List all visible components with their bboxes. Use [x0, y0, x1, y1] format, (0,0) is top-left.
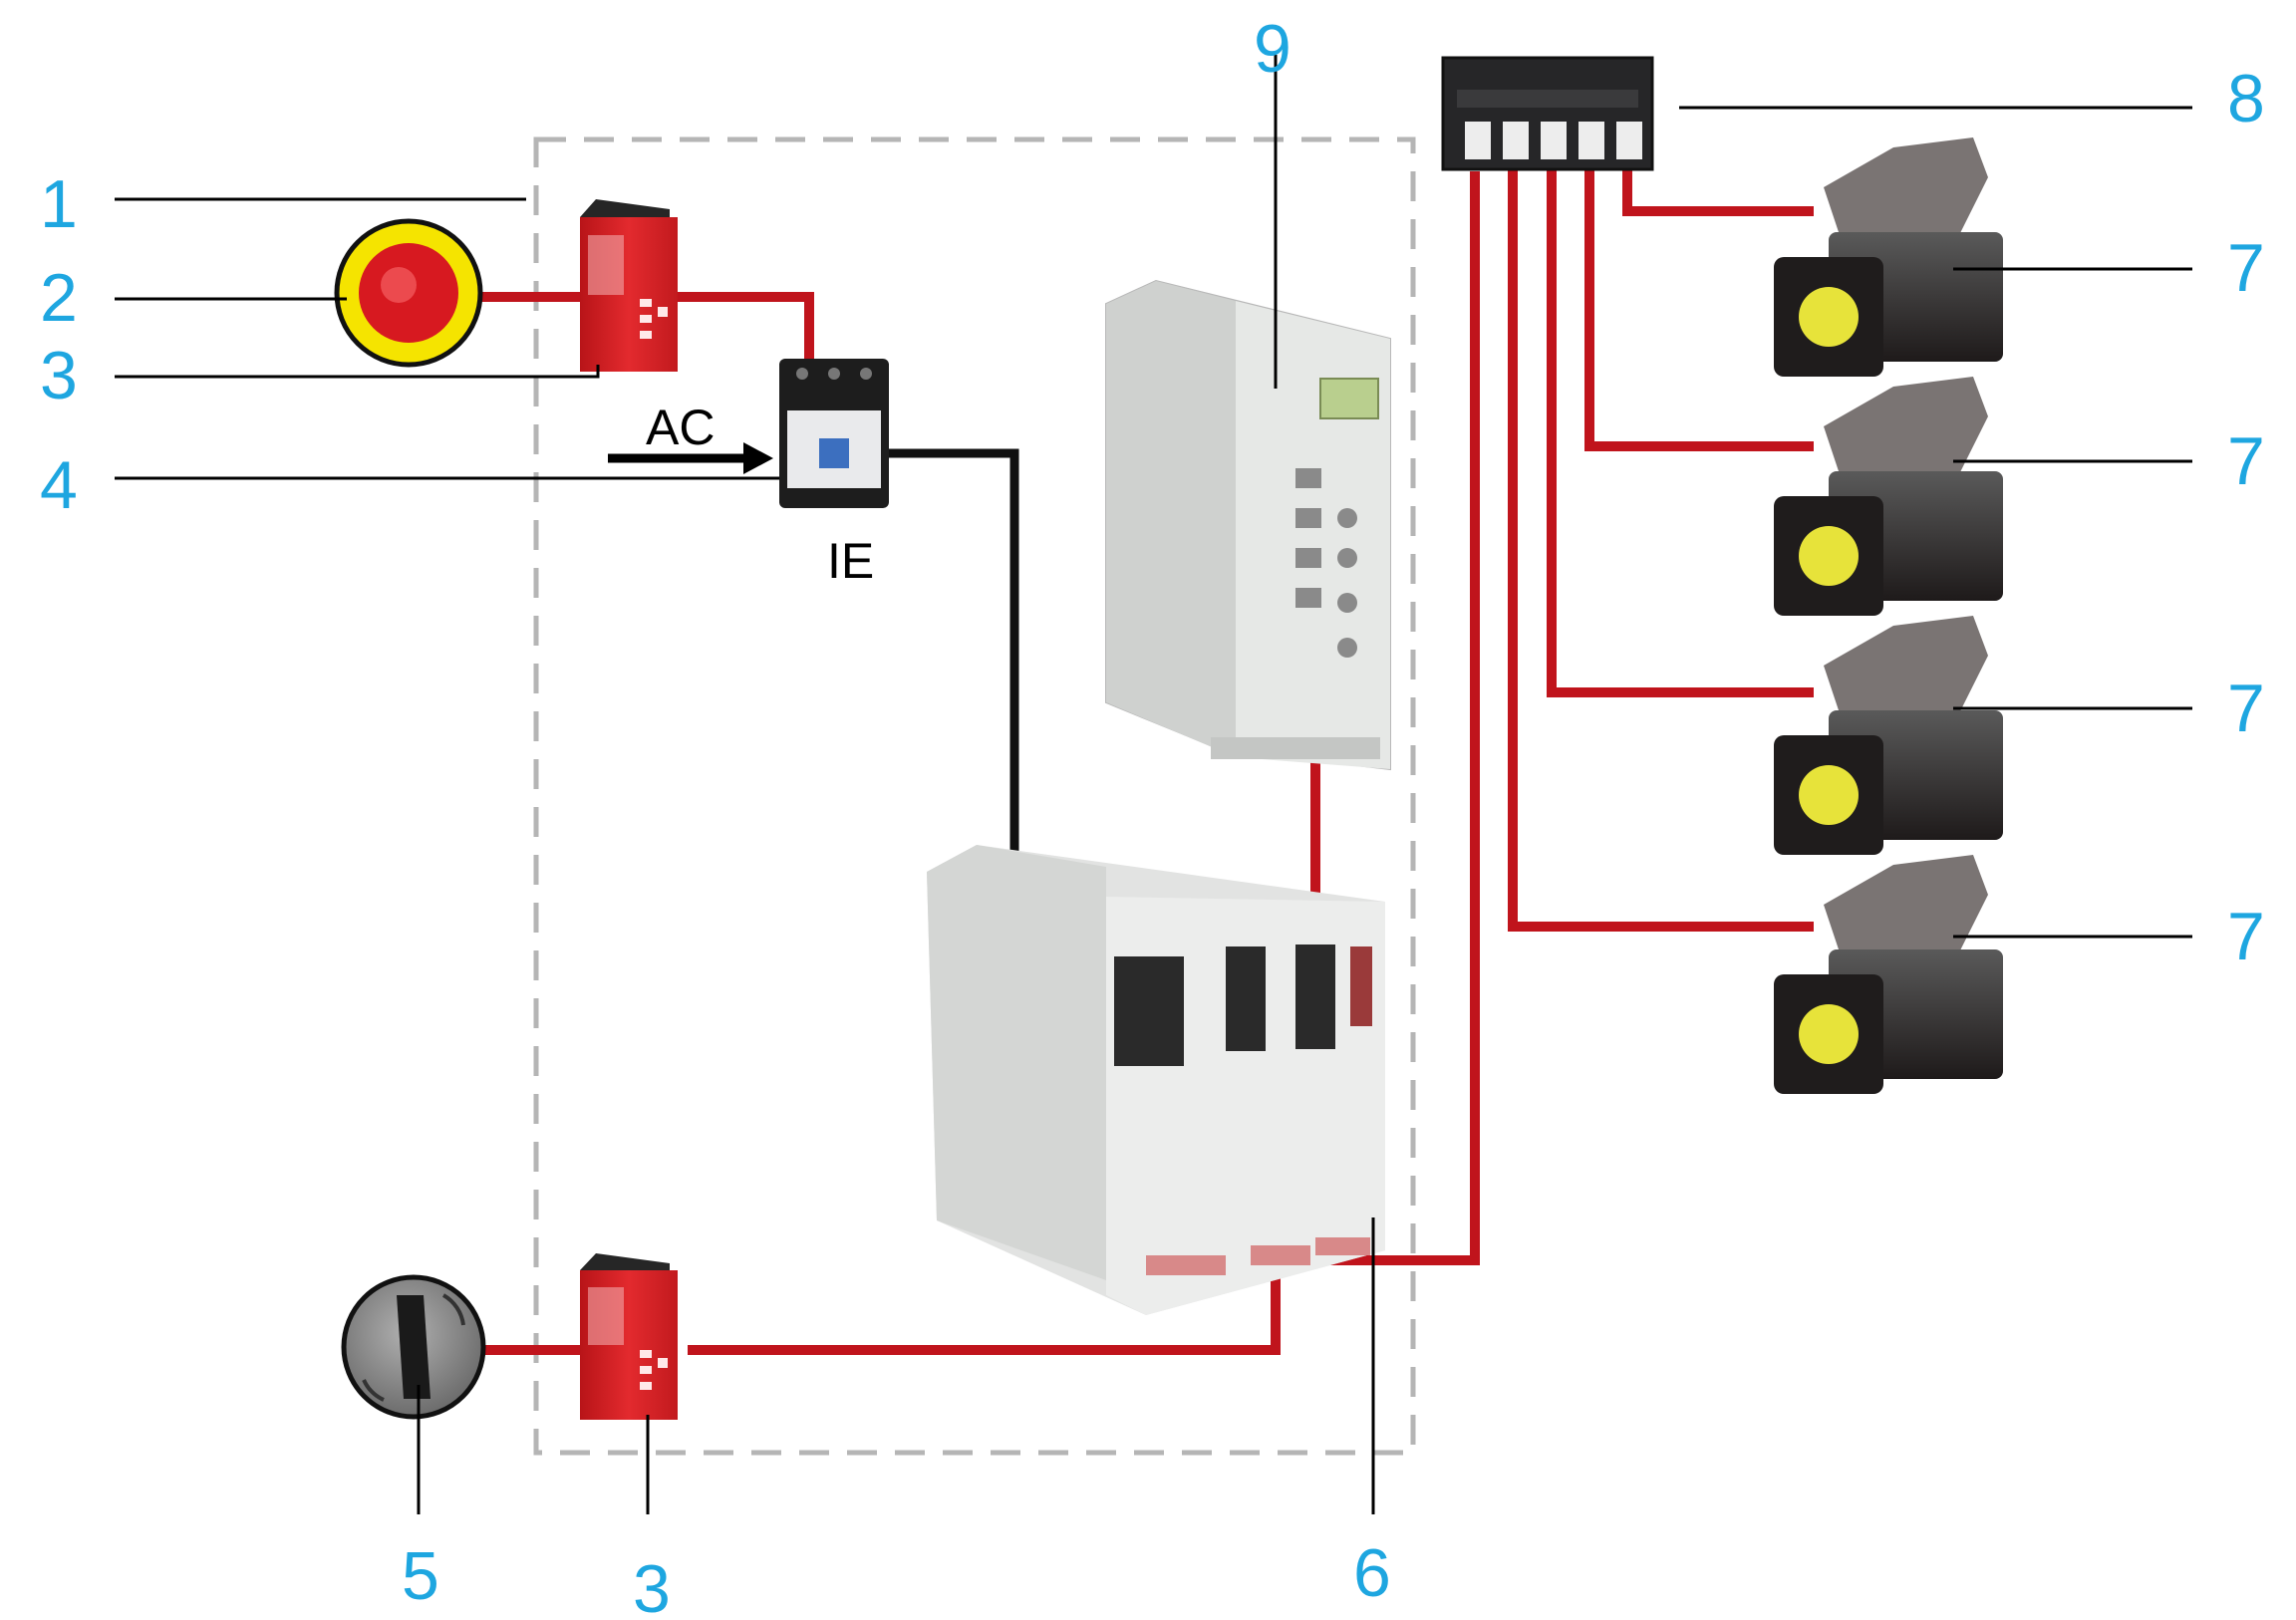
- callout-numbers: 1 2 3 4 5 3 6 7 7 7 7 8 9: [40, 11, 2265, 1620]
- callout-3-top: 3: [40, 338, 78, 413]
- safety-wiring: [478, 164, 1814, 1355]
- motion-controller-icon: [1105, 279, 1391, 771]
- callout-7-c: 7: [2227, 671, 2265, 746]
- power-cable: [877, 448, 1019, 857]
- safety-relay-top-icon: [580, 199, 678, 372]
- key-switch-icon[interactable]: [341, 1274, 486, 1420]
- ac-label: AC: [646, 400, 715, 455]
- callout-9: 9: [1254, 11, 1292, 87]
- servo-motor-icon-2: [1774, 377, 2003, 616]
- emergency-stop-icon[interactable]: [334, 218, 483, 368]
- callout-7-b: 7: [2227, 423, 2265, 499]
- servo-motor-icon-4: [1774, 855, 2003, 1094]
- safety-relay-bottom-icon: [580, 1253, 678, 1420]
- ac-supply-arrow: [608, 442, 773, 474]
- callout-2: 2: [40, 260, 78, 336]
- callout-3-bottom: 3: [633, 1551, 671, 1620]
- servo-drive-icon: [927, 845, 1385, 1315]
- callout-4: 4: [40, 447, 78, 523]
- callout-7-a: 7: [2227, 230, 2265, 306]
- servo-motor-icon-3: [1774, 616, 2003, 855]
- ie-label: IE: [827, 533, 874, 589]
- callout-6: 6: [1353, 1535, 1391, 1611]
- callout-1: 1: [40, 166, 78, 242]
- callout-7-d: 7: [2227, 899, 2265, 974]
- servo-motor-icon-1: [1774, 137, 2003, 377]
- callout-5: 5: [402, 1538, 439, 1614]
- contactor-icon: [779, 359, 889, 508]
- leader-lines: [115, 55, 2192, 1514]
- callout-8: 8: [2227, 61, 2265, 136]
- control-cabinet-outline: [533, 136, 1416, 1456]
- distribution-box-icon: [1441, 56, 1654, 171]
